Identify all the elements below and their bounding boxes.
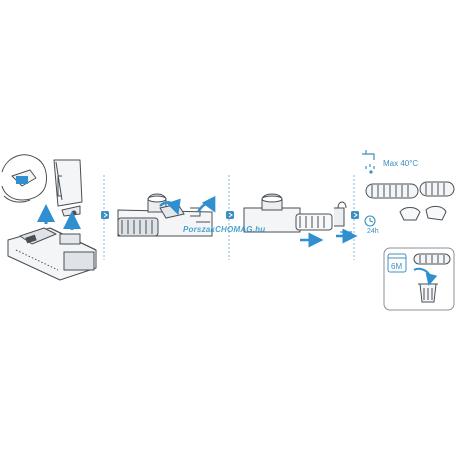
replace-interval-label: 6M <box>391 262 403 271</box>
dry-time-label: 24h <box>367 228 379 235</box>
brush-end-caps <box>399 205 447 221</box>
water-tap-icon <box>362 150 375 174</box>
arrow-icon <box>37 204 81 230</box>
replace-panel <box>383 247 455 311</box>
next-step-arrow <box>226 211 234 219</box>
washed-brush-rolls <box>365 181 455 199</box>
release-tab <box>16 176 28 184</box>
next-step-arrow <box>101 211 109 219</box>
hand-inset <box>1 154 47 203</box>
next-step-arrow <box>351 211 359 219</box>
brush-end-cap <box>334 207 345 227</box>
calendar-icon <box>387 253 407 273</box>
max-temperature-label: Max 40°C <box>383 159 419 168</box>
watermark: PorszakCHOMAG.hu <box>183 225 266 234</box>
trash-bin-icon <box>418 283 438 303</box>
step-1-remove-brush-roll <box>1 154 97 281</box>
step-3-pull-out-brush-rolls <box>243 193 358 248</box>
floor-head <box>7 227 97 281</box>
step-4-wash-and-dry <box>362 150 455 311</box>
clock-icon <box>364 215 376 227</box>
vacuum-body <box>53 159 83 217</box>
brush-roll-removed <box>295 213 333 231</box>
step-2-open-brush-cover <box>117 193 216 237</box>
